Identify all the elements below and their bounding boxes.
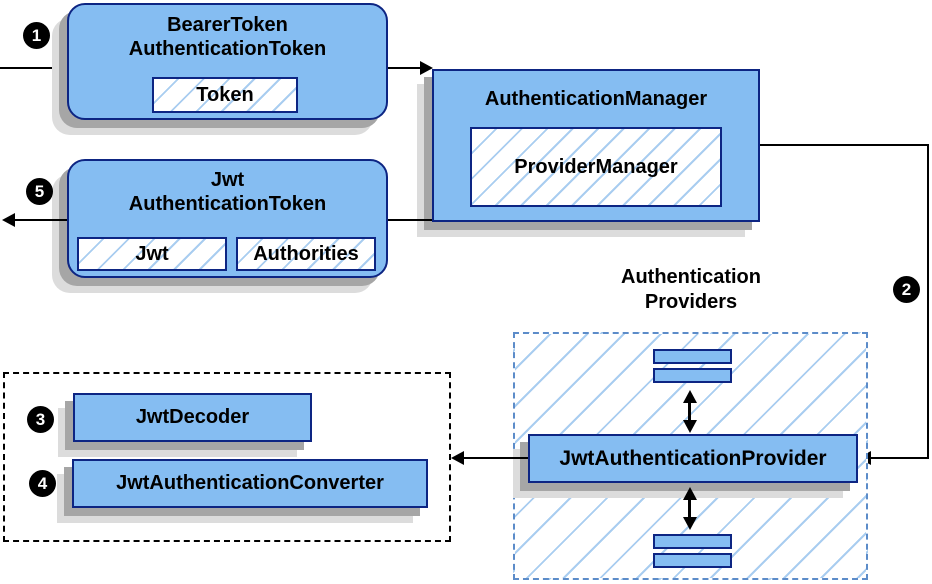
provider-stack-top-bar-2 [653, 368, 732, 383]
bottom-double-arrow-up-head [683, 487, 697, 500]
arrow-bearer-to-manager-head [420, 61, 433, 75]
bottom-double-arrow-line [688, 498, 691, 519]
step-3-badge: 3 [27, 406, 54, 433]
authorities-field: Authorities [236, 237, 376, 271]
authentication-providers-title: Authentication Providers [513, 265, 869, 315]
step-5-label: 5 [34, 181, 45, 201]
authentication-providers-title-line2: Providers [644, 291, 738, 313]
top-double-arrow-up-head [683, 390, 697, 403]
step-5-badge: 5 [26, 178, 53, 205]
provider-stack-bottom-bar-2 [653, 553, 732, 568]
manager-to-jwt-token-line [388, 219, 432, 221]
jwt-authentication-provider-node: JwtAuthenticationProvider [528, 434, 858, 483]
manager-to-provider-line-top [760, 144, 929, 146]
arrow-bearer-to-manager-line [388, 67, 421, 69]
provider-stack-top-bar-1 [653, 349, 732, 364]
top-double-arrow-line [688, 401, 691, 422]
token-field: Token [152, 77, 298, 113]
top-double-arrow-down-head [683, 420, 697, 433]
jwt-field: Jwt [77, 237, 227, 271]
step-4-badge: 4 [29, 470, 56, 497]
manager-to-provider-line-bottom [870, 457, 929, 459]
step-1-badge: 1 [23, 22, 50, 49]
step-2-label: 2 [901, 279, 912, 299]
authentication-providers-title-line1: Authentication [621, 266, 761, 288]
outgoing-flow-line [14, 219, 67, 221]
jwt-authentication-converter-node: JwtAuthenticationConverter [72, 459, 428, 508]
decoder-converter-group [3, 372, 451, 542]
jwt-field-label: Jwt [135, 242, 169, 265]
outgoing-flow-arrow-head [2, 213, 15, 227]
step-4-label: 4 [37, 473, 48, 493]
step-3-label: 3 [35, 409, 46, 429]
jwt-decoder-node: JwtDecoder [73, 393, 312, 442]
step-1-label: 1 [31, 25, 42, 45]
jwt-decoder-title: JwtDecoder [135, 406, 250, 428]
jwt-authentication-provider-title: JwtAuthenticationProvider [559, 446, 827, 470]
manager-to-provider-line-vertical [927, 144, 929, 459]
token-field-label: Token [196, 83, 254, 106]
provider-to-decoder-arrow-head [451, 451, 464, 465]
jwt-authentication-converter-title: JwtAuthenticationConverter [116, 472, 384, 494]
authorities-field-label: Authorities [253, 242, 359, 265]
provider-to-decoder-line [464, 457, 528, 459]
provider-manager-field-label: ProviderManager [514, 155, 678, 178]
step-2-badge: 2 [893, 276, 920, 303]
provider-manager-field: ProviderManager [470, 127, 722, 207]
provider-stack-bottom-bar-1 [653, 534, 732, 549]
bottom-double-arrow-down-head [683, 517, 697, 530]
incoming-flow-line [0, 67, 67, 69]
